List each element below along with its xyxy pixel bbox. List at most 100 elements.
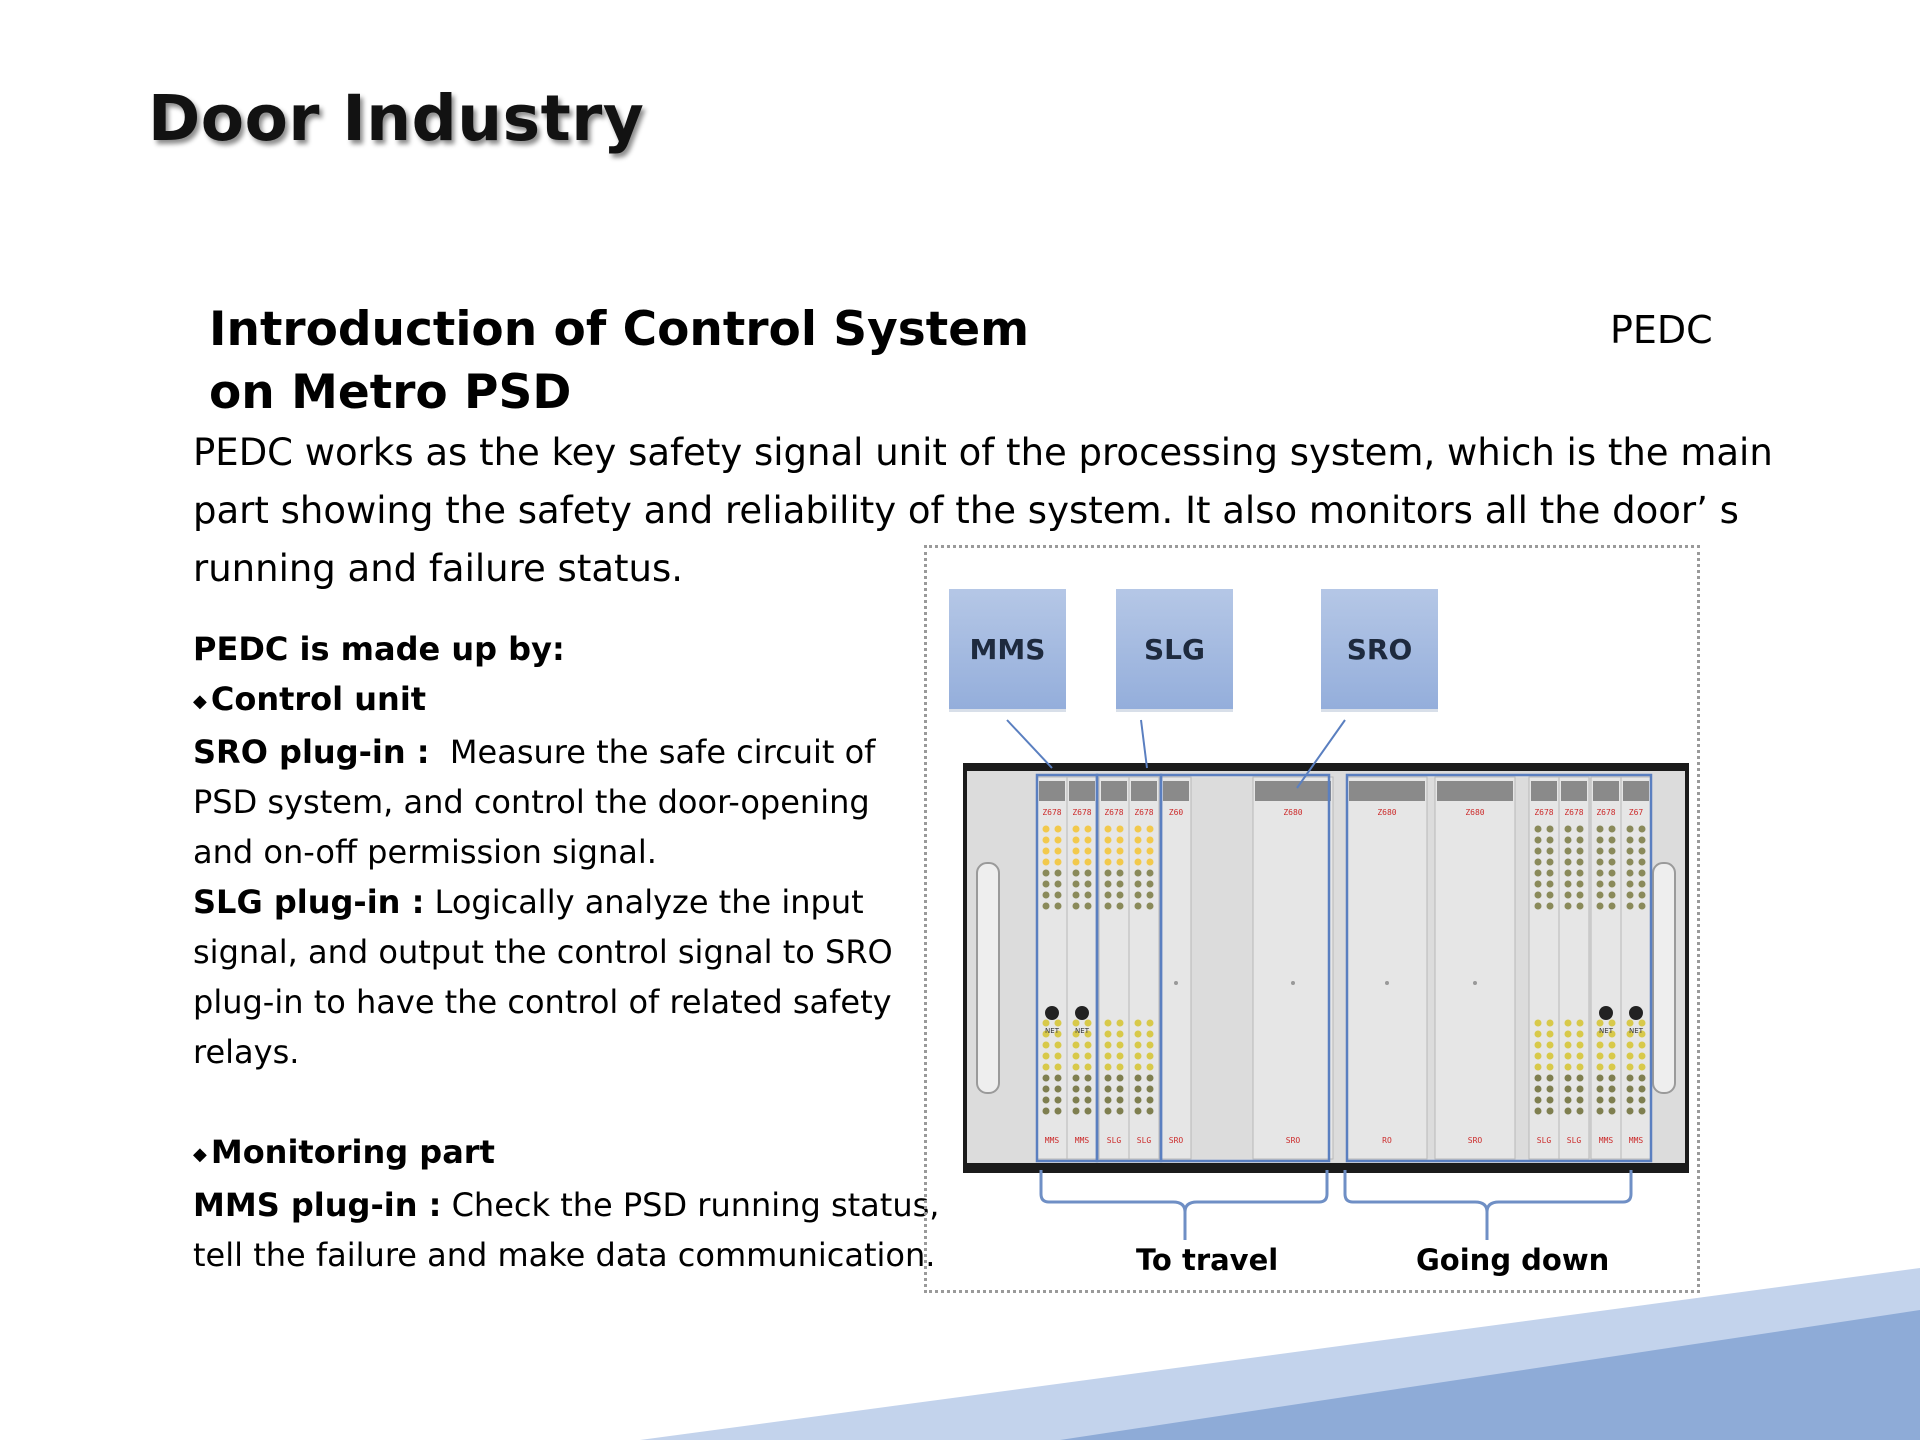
status-led	[1626, 1074, 1634, 1082]
status-led	[1534, 1085, 1542, 1093]
intro-line-2: part showing the safety and reliability …	[193, 489, 1739, 532]
status-led	[1084, 1107, 1092, 1115]
status-led	[1134, 1063, 1142, 1071]
status-led	[1626, 1030, 1634, 1038]
status-led	[1072, 1096, 1080, 1104]
status-led	[1104, 858, 1112, 866]
sro-connector-line	[1296, 719, 1346, 789]
status-led	[1134, 1107, 1142, 1115]
figure-overlay	[1006, 719, 1633, 1240]
status-led	[1084, 836, 1092, 844]
status-led	[1626, 1063, 1634, 1071]
status-led	[1104, 1052, 1112, 1060]
status-led	[1134, 836, 1142, 844]
status-led	[1534, 836, 1542, 844]
status-led	[1054, 1019, 1062, 1027]
status-led	[1546, 847, 1554, 855]
status-led	[1146, 1063, 1154, 1071]
plug-in-card	[1590, 776, 1622, 1160]
status-led	[1638, 1063, 1646, 1071]
status-led	[1042, 1085, 1050, 1093]
made-up-by-heading: PEDC is made up by:	[193, 630, 565, 668]
status-led	[1054, 858, 1062, 866]
status-led	[1596, 1085, 1604, 1093]
status-led	[1116, 836, 1124, 844]
status-led	[1576, 836, 1584, 844]
status-led	[1084, 1063, 1092, 1071]
status-led	[1638, 902, 1646, 910]
card-top-label: Z680	[1465, 808, 1484, 817]
slg-description-line-4: relays.	[193, 1033, 300, 1071]
status-led	[1576, 1030, 1584, 1038]
status-led	[1134, 1085, 1142, 1093]
card-top-label: Z678	[1564, 808, 1583, 817]
status-led	[1146, 1074, 1154, 1082]
status-led	[1638, 858, 1646, 866]
slg-label: SLG plug-in :	[193, 883, 425, 921]
status-led	[1608, 1096, 1616, 1104]
going-down-label: Going down	[1416, 1243, 1610, 1277]
mms-label: MMS plug-in :	[193, 1186, 442, 1224]
card-screw	[1291, 981, 1295, 985]
card-top-connector	[1255, 781, 1331, 801]
status-led	[1134, 880, 1142, 888]
status-led	[1564, 1052, 1572, 1060]
status-led	[1534, 1030, 1542, 1038]
status-led	[1042, 825, 1050, 833]
status-led	[1054, 1074, 1062, 1082]
status-led	[1608, 836, 1616, 844]
card-top-connector	[1437, 781, 1513, 801]
status-led	[1104, 869, 1112, 877]
status-led	[1054, 869, 1062, 877]
status-led	[1576, 891, 1584, 899]
status-led	[1638, 836, 1646, 844]
net-knob	[1599, 1006, 1613, 1020]
plug-in-card	[1160, 776, 1192, 1160]
slg-description: SLG plug-in : Logically analyze the inpu…	[193, 883, 864, 921]
status-led	[1146, 836, 1154, 844]
status-led	[1626, 1096, 1634, 1104]
status-led	[1116, 880, 1124, 888]
card-bottom-label: SLG	[1567, 1136, 1582, 1145]
status-led	[1608, 1074, 1616, 1082]
rack-illustration: Z678MMSNETZ678MMSNETZ678SLGZ678SLGZ60SRO…	[967, 771, 1685, 1163]
status-led	[1054, 1063, 1062, 1071]
status-led	[1042, 1074, 1050, 1082]
status-led	[1042, 880, 1050, 888]
status-led	[1054, 902, 1062, 910]
net-knob	[1075, 1006, 1089, 1020]
status-led	[1576, 1085, 1584, 1093]
status-led	[1608, 902, 1616, 910]
plug-in-card	[1098, 776, 1130, 1160]
status-led	[1072, 825, 1080, 833]
status-led	[1104, 1107, 1112, 1115]
card-top-label: Z678	[1134, 808, 1153, 817]
status-led	[1146, 891, 1154, 899]
card-top-connector	[1163, 781, 1189, 801]
sro-label: SRO plug-in :	[193, 733, 430, 771]
card-top-label: Z680	[1377, 808, 1396, 817]
status-led	[1534, 1074, 1542, 1082]
status-led	[1576, 1074, 1584, 1082]
status-led	[1638, 869, 1646, 877]
card-top-connector	[1593, 781, 1619, 801]
plug-in-card	[1252, 776, 1334, 1160]
status-led	[1626, 869, 1634, 877]
plug-in-card	[1620, 776, 1652, 1160]
left-handle	[976, 862, 1000, 1094]
status-led	[1564, 891, 1572, 899]
status-led	[1564, 869, 1572, 877]
status-led	[1072, 891, 1080, 899]
card-top-connector	[1131, 781, 1157, 801]
section-title: Introduction of Control System on Metro …	[209, 298, 1029, 424]
slide-title: Door Industry	[148, 82, 645, 155]
status-led	[1546, 880, 1554, 888]
status-led	[1576, 858, 1584, 866]
status-led	[1626, 836, 1634, 844]
status-led	[1576, 1063, 1584, 1071]
right-handle	[1652, 862, 1676, 1094]
status-led	[1104, 1063, 1112, 1071]
status-led	[1116, 858, 1124, 866]
